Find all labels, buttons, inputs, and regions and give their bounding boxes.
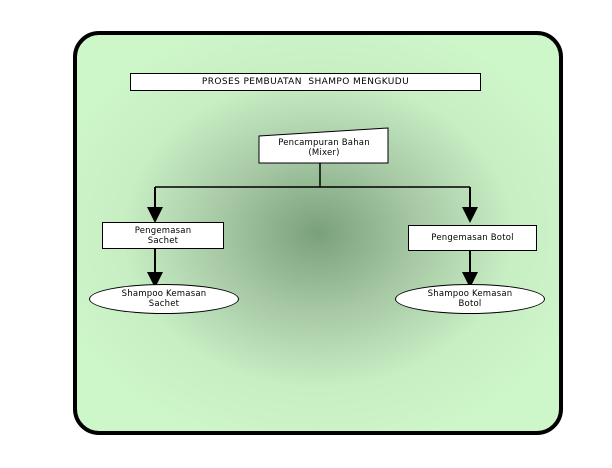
node-product-sachet-label: Shampoo Kemasan Sachet [121,289,207,309]
node-product-sachet: Shampoo Kemasan Sachet [89,284,239,314]
node-product-bottle: Shampoo Kemasan Botol [395,284,545,314]
diagram-title-text: PROSES PEMBUATAN SHAMPO MENGKUDU [201,77,410,87]
node-mixing-label: Pencampuran Bahan (Mixer) [278,138,370,158]
diagram-title: PROSES PEMBUATAN SHAMPO MENGKUDU [130,73,481,91]
node-packaging-bottle-label: Pengemasan Botol [431,233,514,243]
node-packaging-sachet: Pengemasan Sachet [102,222,224,249]
node-product-bottle-label: Shampoo Kemasan Botol [427,289,513,309]
node-packaging-bottle: Pengemasan Botol [408,225,537,251]
node-packaging-sachet-label: Pengemasan Sachet [134,225,192,246]
node-mixing: Pencampuran Bahan (Mixer) [262,134,386,162]
